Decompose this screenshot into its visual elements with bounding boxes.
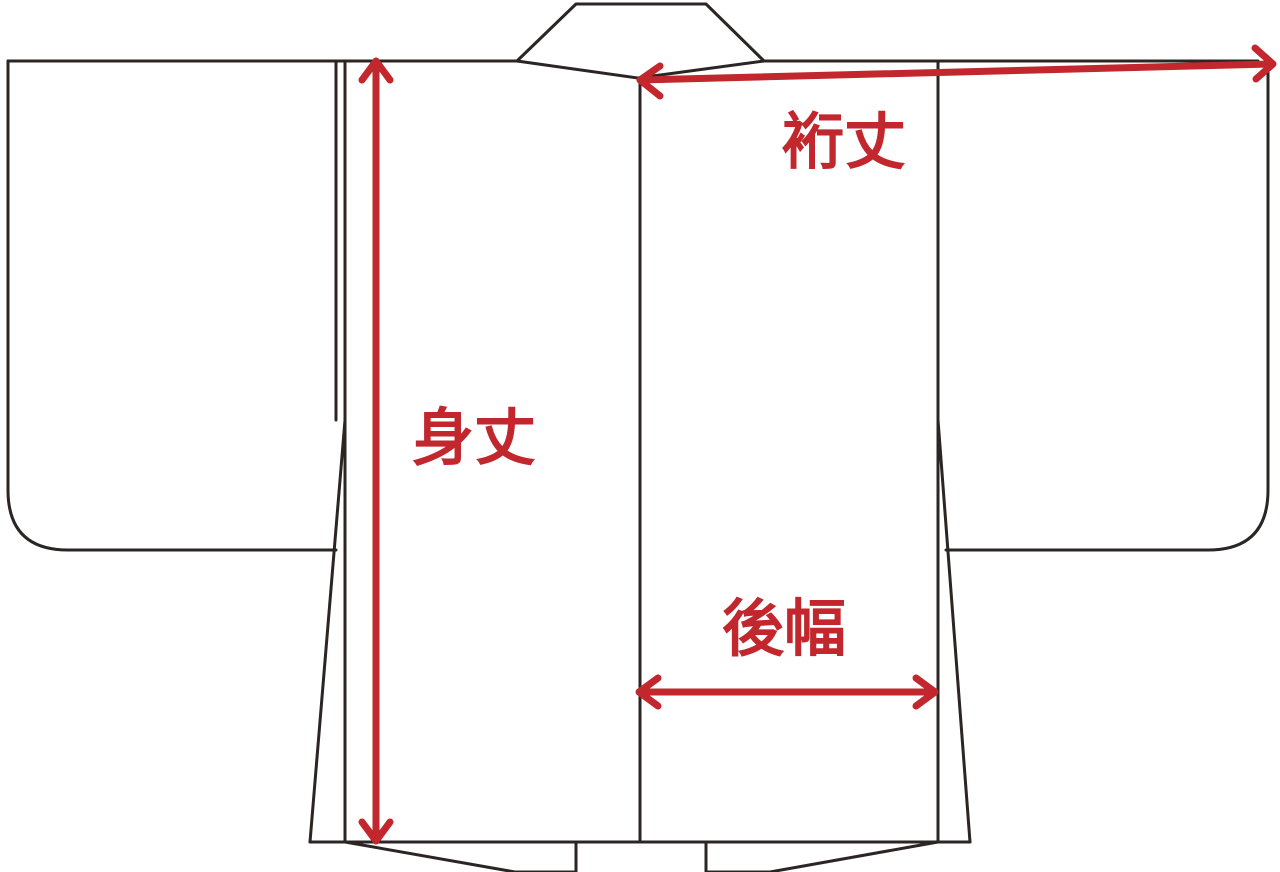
arrowhead-right-icon [1251,44,1277,83]
arrowhead-left-icon [636,62,664,100]
arrowhead-right-icon [912,674,939,710]
collar-outline [515,2,766,63]
right-gusset [936,418,972,844]
right-front-hem [704,840,940,872]
left-sleeve-outline [6,59,338,552]
measurement-annotations: 裄丈 身丈 後幅 [358,44,1277,845]
back-width-label: 後幅 [722,592,846,665]
left-gusset [308,418,347,844]
back-width-arrow [635,674,939,710]
sleeve-length-arrow [636,44,1277,100]
sleeve-length-label: 裄丈 [782,105,906,178]
body-length-arrow [358,57,394,845]
arrowhead-down-icon [358,818,394,845]
left-front-hem [343,840,578,872]
garment-outline [6,2,1270,872]
arrowhead-left-icon [635,674,662,710]
arrowhead-up-icon [358,57,394,84]
right-sleeve-outline [944,66,1270,552]
body-length-label: 身丈 [412,401,536,474]
